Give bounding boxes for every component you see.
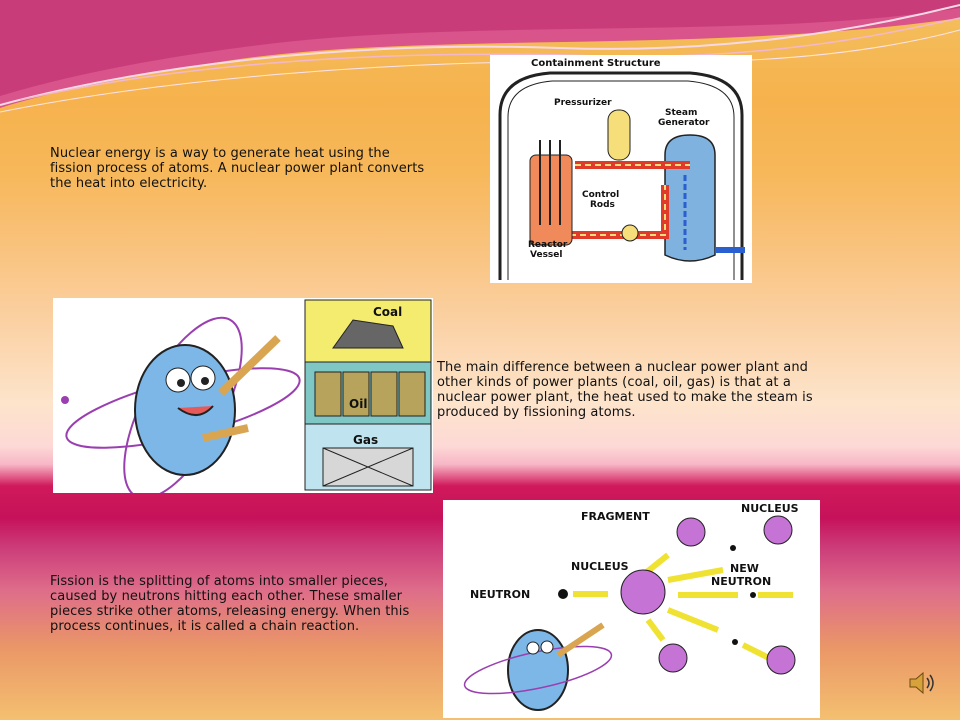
reactor-label-2: Vessel	[530, 250, 562, 260]
steam-label-2: Generator	[658, 118, 710, 128]
neutron-label: NEUTRON	[470, 588, 530, 601]
new-neutron-label: NEUTRON	[711, 575, 771, 588]
intro-text: Nuclear energy is a way to generate heat…	[50, 146, 425, 191]
reactor-label-1: Reactor	[528, 240, 568, 250]
speaker-icon[interactable]	[907, 670, 937, 696]
nucleus-top-label: NUCLEUS	[741, 502, 799, 515]
oil-label: Oil	[349, 397, 367, 411]
fuels-comparison-image: Coal Oil Gas	[53, 298, 433, 493]
gas-label: Gas	[353, 433, 378, 447]
control-label-1: Control	[582, 190, 619, 200]
chain-reaction-image: FRAGMENT NUCLEUS NUCLEUS NEW NEUTRON NEU…	[443, 500, 820, 718]
nucleus-label: NUCLEUS	[571, 560, 629, 573]
control-label-2: Rods	[590, 200, 615, 210]
containment-title: Containment Structure	[531, 58, 661, 69]
pressurizer-label: Pressurizer	[554, 98, 612, 108]
steam-label-1: Steam	[665, 108, 697, 118]
new-label: NEW	[730, 562, 759, 575]
fission-text: Fission is the splitting of atoms into s…	[50, 574, 410, 634]
reactor-diagram-image: Containment Structure Pressurizer Steam …	[490, 55, 752, 283]
header-swoosh-decoration	[0, 0, 960, 113]
difference-text: The main difference between a nuclear po…	[437, 360, 813, 420]
coal-label: Coal	[373, 305, 402, 319]
fragment-label: FRAGMENT	[581, 510, 650, 523]
